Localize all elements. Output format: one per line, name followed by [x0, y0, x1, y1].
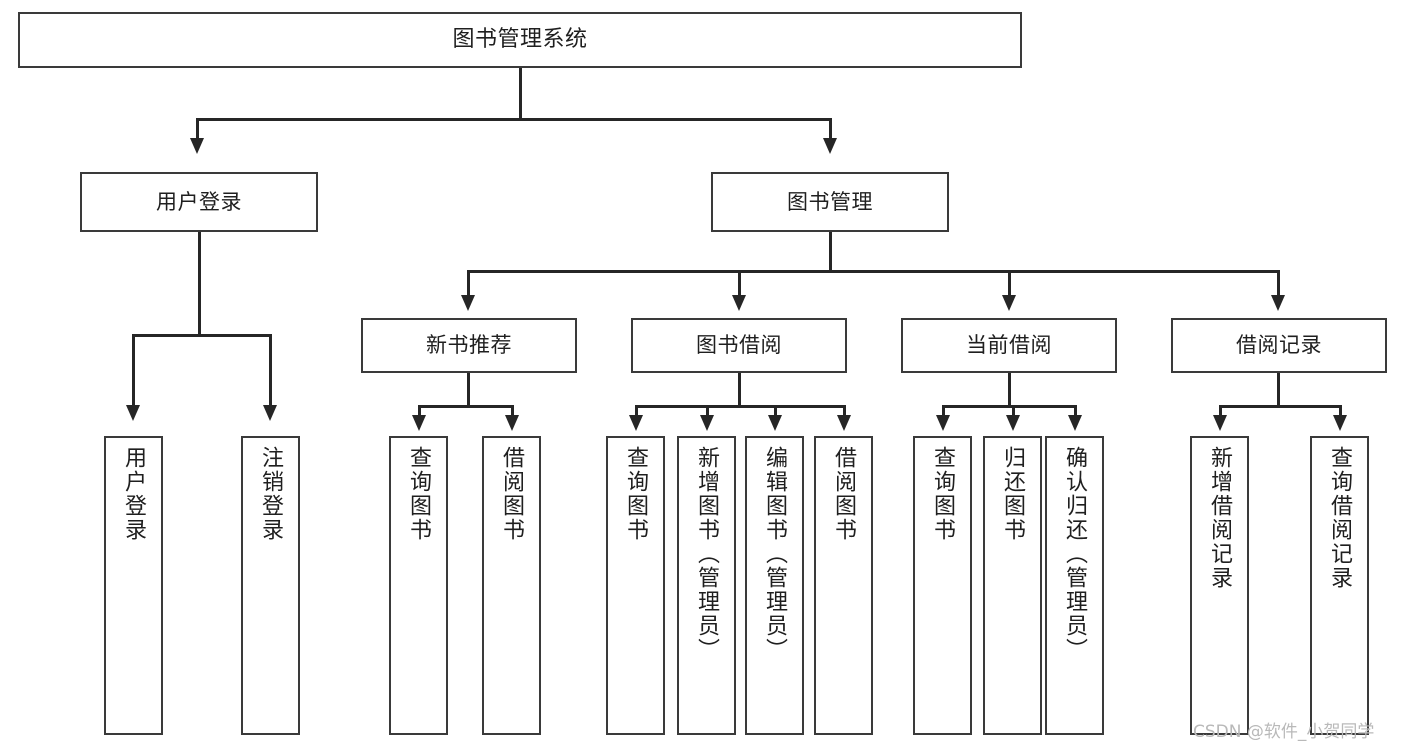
- node-label: 注销登录: [258, 446, 284, 542]
- arrow-current-borrow-leaf-2: [1006, 415, 1020, 431]
- edge-user-login-drop-2: [269, 334, 272, 407]
- edge-book-borrow-drop-3: [774, 405, 777, 417]
- edge-current-borrow-bar: [942, 405, 1076, 408]
- node-label: 编辑图书（管理员）: [762, 446, 788, 662]
- node-label: 确认归还（管理员）: [1062, 446, 1088, 662]
- edge-user-login-bar: [132, 334, 271, 337]
- arrow-book-borrow-leaf-4: [837, 415, 851, 431]
- arrow-book-borrow-leaf-3: [768, 415, 782, 431]
- leaf-borrow-book[interactable]: 借阅图书: [814, 436, 873, 735]
- leaf-add-book-admin[interactable]: 新增图书（管理员）: [677, 436, 736, 735]
- node-label: 图书管理: [787, 189, 873, 214]
- edge-new-book-drop-1: [418, 405, 421, 417]
- edge-book-mgmt-drop-2: [738, 270, 741, 297]
- arrow-new-book-leaf-2: [505, 415, 519, 431]
- edge-book-borrow-trunk: [738, 373, 741, 407]
- arrow-to-book-borrow: [732, 295, 746, 311]
- node-label: 查询图书: [930, 446, 956, 542]
- watermark-csdn: CSDN @软件_小贺同学: [1193, 722, 1375, 742]
- edge-book-mgmt-trunk: [829, 232, 832, 272]
- edge-current-borrow-drop-3: [1074, 405, 1077, 417]
- node-book-management[interactable]: 图书管理: [711, 172, 949, 232]
- node-label: 借阅图书: [499, 446, 525, 542]
- leaf-query-book-borrow[interactable]: 查询图书: [606, 436, 665, 735]
- edge-borrow-record-drop-1: [1219, 405, 1222, 417]
- arrow-new-book-leaf-1: [412, 415, 426, 431]
- leaf-return-book[interactable]: 归还图书: [983, 436, 1042, 735]
- leaf-user-login[interactable]: 用户登录: [104, 436, 163, 735]
- node-user-login[interactable]: 用户登录: [80, 172, 318, 232]
- node-book-borrow[interactable]: 图书借阅: [631, 318, 847, 373]
- leaf-confirm-return-admin[interactable]: 确认归还（管理员）: [1045, 436, 1104, 735]
- node-label: 借阅图书: [831, 446, 857, 542]
- node-label: 当前借阅: [966, 333, 1052, 358]
- node-current-borrow[interactable]: 当前借阅: [901, 318, 1117, 373]
- edge-current-borrow-drop-2: [1012, 405, 1015, 417]
- arrow-current-borrow-leaf-3: [1068, 415, 1082, 431]
- arrow-borrow-record-leaf-1: [1213, 415, 1227, 431]
- edge-new-book-drop-2: [511, 405, 514, 417]
- edge-book-mgmt-drop-1: [467, 270, 470, 297]
- edge-borrow-record-drop-2: [1339, 405, 1342, 417]
- node-label: 新增借阅记录: [1207, 446, 1233, 590]
- leaf-edit-book-admin[interactable]: 编辑图书（管理员）: [745, 436, 804, 735]
- edge-book-mgmt-drop-4: [1277, 270, 1280, 297]
- node-label: 图书借阅: [696, 333, 782, 358]
- edge-borrow-record-bar: [1219, 405, 1341, 408]
- arrow-to-new-book-rec: [461, 295, 475, 311]
- edge-new-book-trunk: [467, 373, 470, 407]
- node-label: 归还图书: [1000, 446, 1026, 542]
- edge-book-borrow-drop-2: [706, 405, 709, 417]
- node-label: 图书管理系统: [452, 27, 588, 53]
- node-label: 查询图书: [623, 446, 649, 542]
- edge-root-bar: [196, 118, 832, 121]
- edge-book-borrow-bar: [635, 405, 845, 408]
- arrow-book-borrow-leaf-2: [700, 415, 714, 431]
- node-label: 用户登录: [156, 189, 242, 214]
- leaf-query-book-newrec[interactable]: 查询图书: [389, 436, 448, 735]
- leaf-query-borrow-record[interactable]: 查询借阅记录: [1310, 436, 1369, 735]
- node-label: 用户登录: [121, 446, 147, 542]
- leaf-borrow-book-newrec[interactable]: 借阅图书: [482, 436, 541, 735]
- node-root-system[interactable]: 图书管理系统: [18, 12, 1022, 68]
- edge-root-trunk: [519, 68, 522, 120]
- edge-book-borrow-drop-1: [635, 405, 638, 417]
- node-label: 新书推荐: [426, 333, 512, 358]
- arrow-borrow-record-leaf-2: [1333, 415, 1347, 431]
- node-label: 查询借阅记录: [1327, 446, 1353, 590]
- arrow-current-borrow-leaf-1: [936, 415, 950, 431]
- edge-borrow-record-trunk: [1277, 373, 1280, 407]
- edge-current-borrow-trunk: [1008, 373, 1011, 407]
- edge-user-login-drop-1: [132, 334, 135, 407]
- edge-root-to-user-login: [196, 118, 199, 140]
- arrow-user-login-leaf-2: [263, 405, 277, 421]
- arrow-to-user-login: [190, 138, 204, 154]
- arrow-to-book-mgmt: [823, 138, 837, 154]
- arrow-user-login-leaf-1: [126, 405, 140, 421]
- node-new-book-recommend[interactable]: 新书推荐: [361, 318, 577, 373]
- node-label: 新增图书（管理员）: [694, 446, 720, 662]
- arrow-book-borrow-leaf-1: [629, 415, 643, 431]
- edge-user-login-trunk: [198, 232, 201, 336]
- node-label: 查询图书: [406, 446, 432, 542]
- edge-book-mgmt-bar: [467, 270, 1279, 273]
- leaf-logout[interactable]: 注销登录: [241, 436, 300, 735]
- node-label: 借阅记录: [1236, 333, 1322, 358]
- node-borrow-record[interactable]: 借阅记录: [1171, 318, 1387, 373]
- edge-book-mgmt-drop-3: [1008, 270, 1011, 297]
- edge-root-to-book-mgmt: [829, 118, 832, 140]
- edge-book-borrow-drop-4: [843, 405, 846, 417]
- leaf-query-book-current[interactable]: 查询图书: [913, 436, 972, 735]
- arrow-to-current-borrow: [1002, 295, 1016, 311]
- leaf-add-borrow-record[interactable]: 新增借阅记录: [1190, 436, 1249, 735]
- arrow-to-borrow-record: [1271, 295, 1285, 311]
- edge-current-borrow-drop-1: [942, 405, 945, 417]
- edge-new-book-bar: [418, 405, 513, 408]
